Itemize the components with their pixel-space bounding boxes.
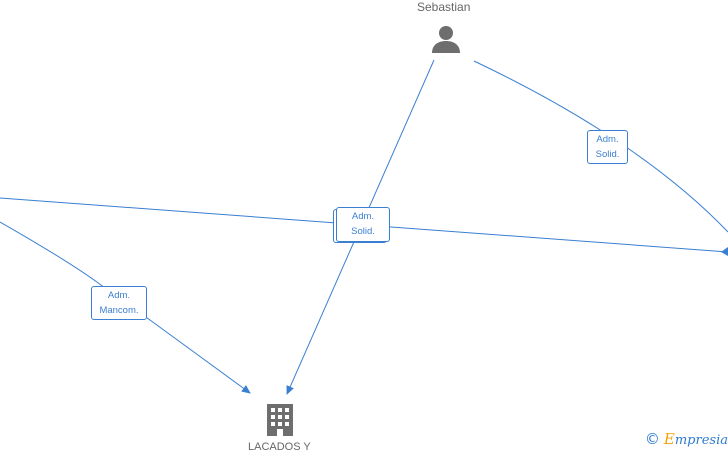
- edge-label-left[interactable]: Adm. Mancom.: [91, 286, 147, 320]
- person-icon[interactable]: [432, 26, 460, 53]
- edge-left-to-company: [0, 221, 251, 394]
- arrowhead-right-edge: [721, 247, 728, 256]
- copyright-icon: ©: [644, 430, 660, 448]
- edge-label-center-line2: Solid.: [351, 226, 375, 237]
- edge-label-center-line1: Adm.: [351, 211, 375, 222]
- person-name-label[interactable]: Sebastian: [417, 0, 471, 14]
- building-icon[interactable]: [267, 404, 293, 436]
- edge-label-center[interactable]: Adm. Solid.: [336, 207, 390, 242]
- edge-label-left-line2: Mancom.: [99, 305, 139, 316]
- brand-logo-rest: mpresia: [674, 433, 728, 448]
- edge-label-left-line1: Adm.: [107, 290, 131, 301]
- edge-label-right-line2: Solid.: [595, 149, 620, 160]
- brand-logo-initial: E: [663, 430, 675, 448]
- edge-label-right-line1: Adm.: [596, 134, 619, 145]
- edge-label-right[interactable]: Adm. Solid.: [587, 130, 628, 164]
- brand-logo[interactable]: Empresia: [664, 430, 728, 448]
- footer-brand: © Empresia: [645, 430, 728, 448]
- company-name-label[interactable]: LACADOS Y: [248, 441, 311, 453]
